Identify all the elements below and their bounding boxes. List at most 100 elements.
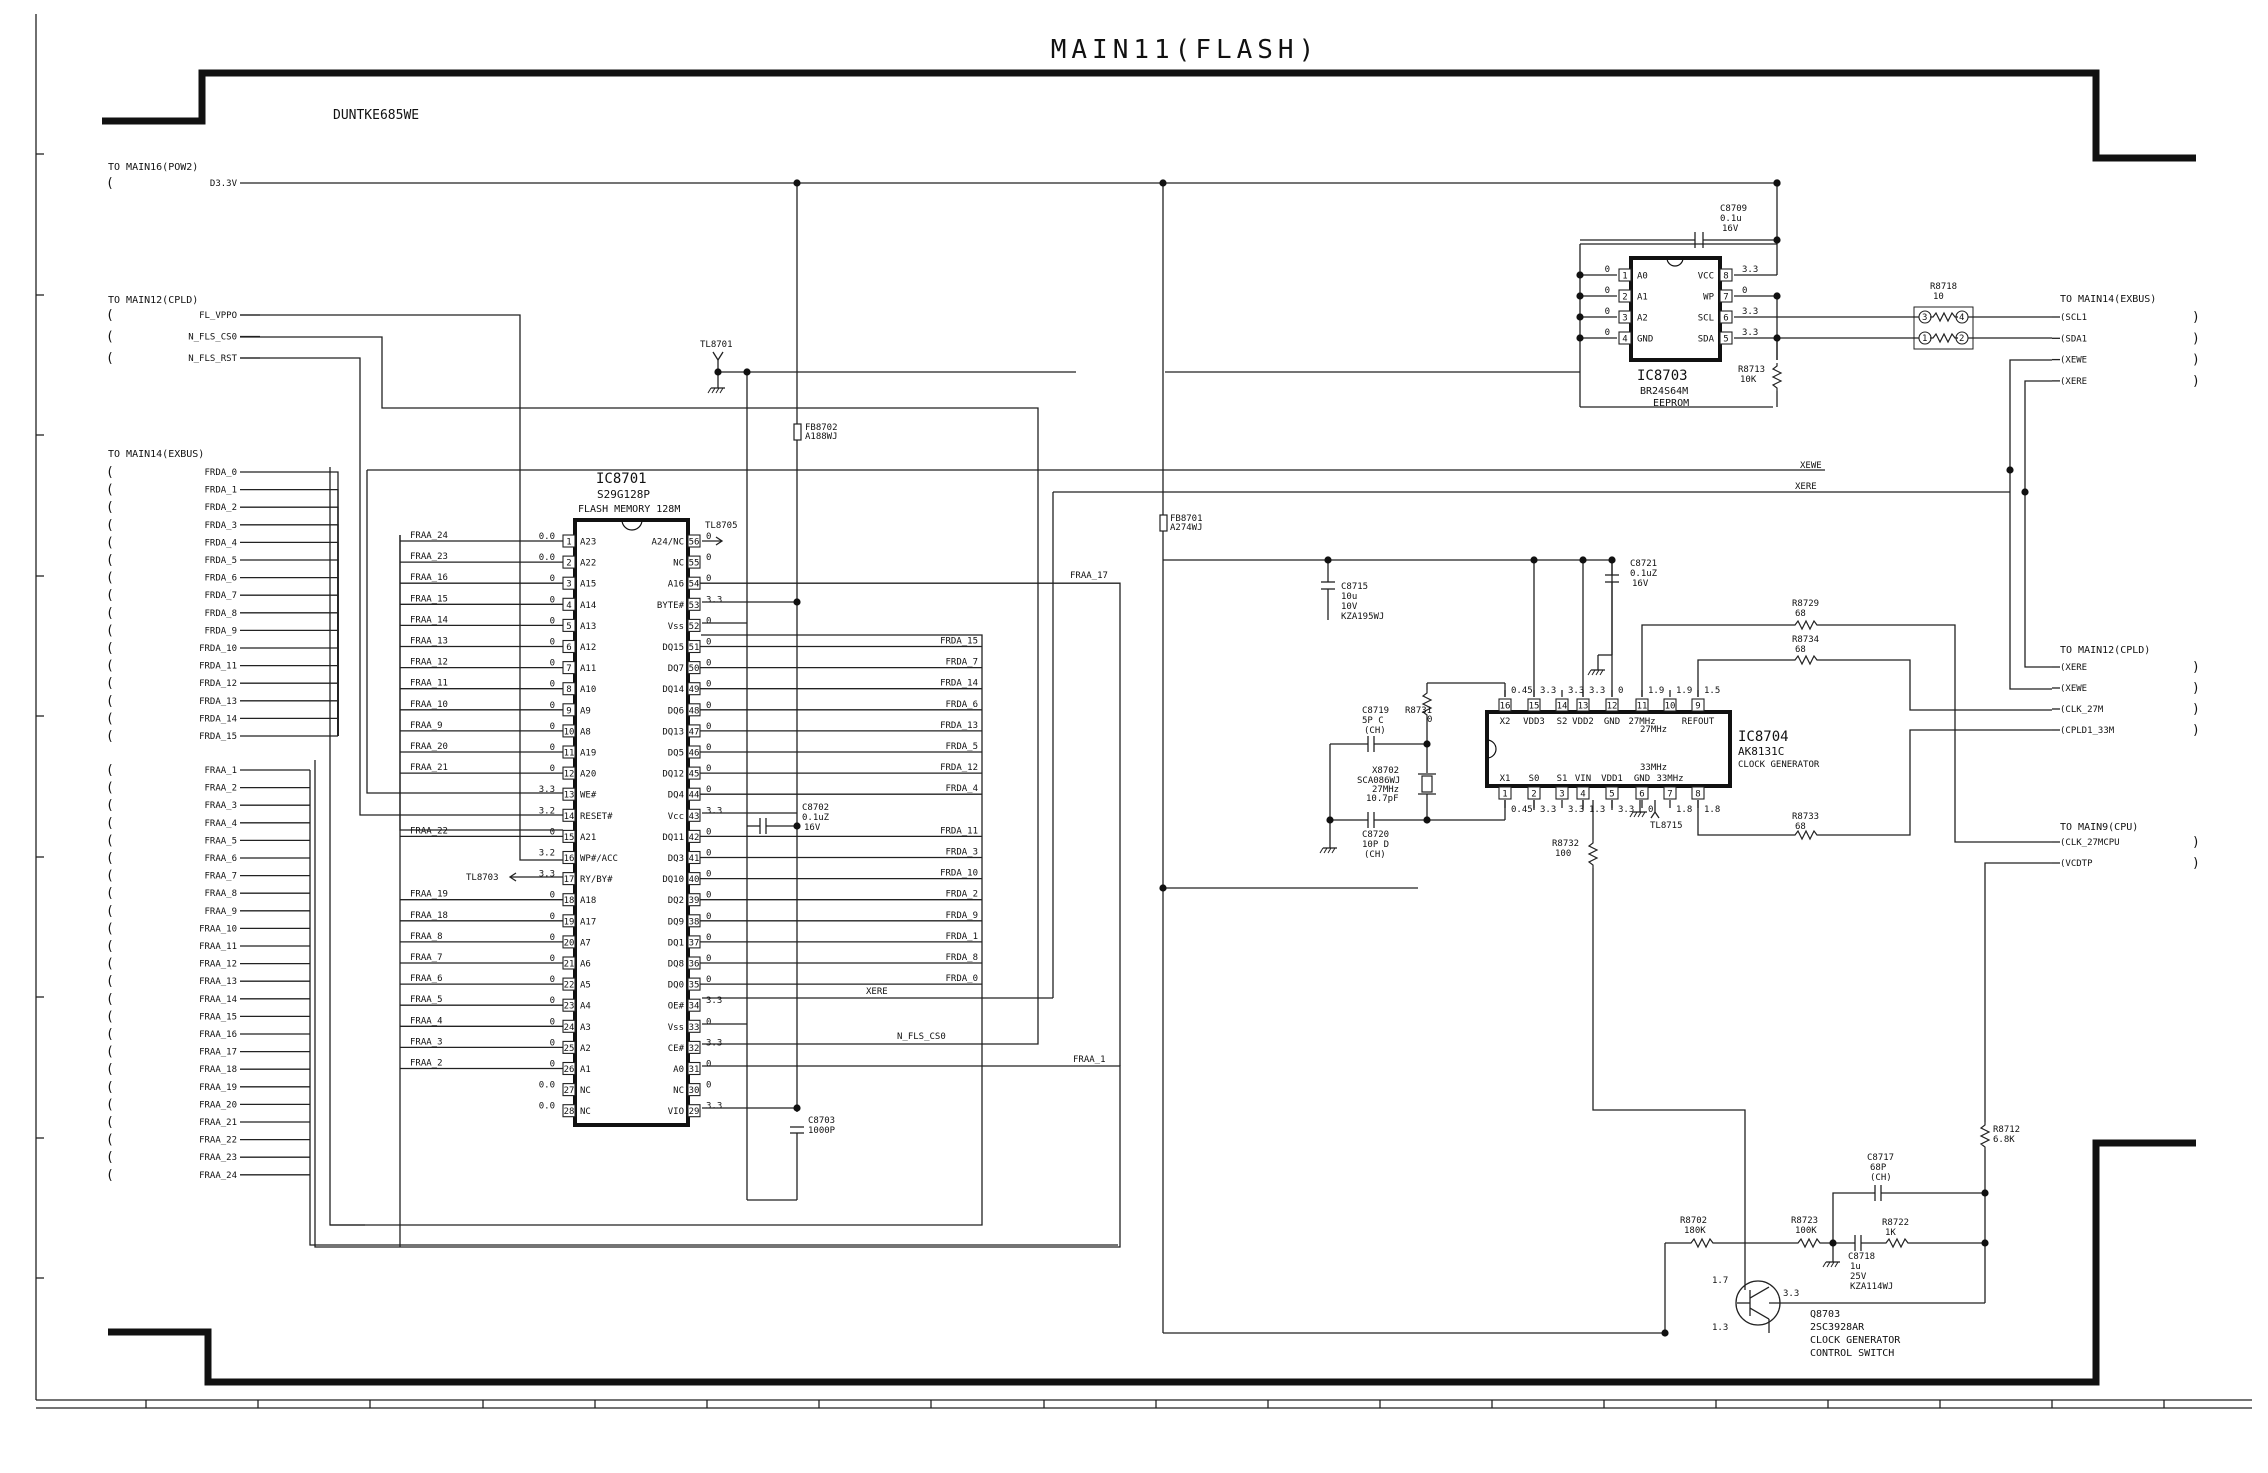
- ic8701-pin-net: FRAA_20: [410, 742, 448, 752]
- ic8701-pin-number: 9: [566, 706, 571, 716]
- junction-dot: [1773, 334, 1781, 342]
- ic8703-pin-number: 7: [1723, 293, 1728, 303]
- r8718-pin4: 4: [1959, 313, 1964, 323]
- ic8701-pin-name: DQ15: [662, 643, 684, 653]
- ic8701-pin-number: 16: [564, 854, 575, 864]
- junction-dot: [1579, 556, 1587, 564]
- ic8701-pin-net: FRDA_11: [940, 826, 978, 836]
- fraa-signal: FRAA_10: [199, 924, 237, 934]
- junction-dot: [1576, 334, 1584, 342]
- fraa-signal: FRAA_9: [204, 907, 237, 917]
- junction-dot: [1576, 313, 1584, 321]
- ic8701-pin-name: A21: [580, 833, 596, 843]
- connector-bracket: (: [106, 659, 114, 674]
- ic8704-pin-number: 11: [1637, 702, 1648, 712]
- r8723-value: 100K: [1795, 1226, 1817, 1236]
- ic8701-pin-voltage: 0: [706, 785, 711, 795]
- ic8701-pin-voltage: 0: [706, 1060, 711, 1070]
- ic8701-pin-box: [687, 1019, 701, 1033]
- ic8703-part: BR24S64M: [1640, 386, 1688, 397]
- ic8701-pin-net: FRDA_9: [945, 911, 978, 921]
- ic8701-pin-name: RESET#: [580, 812, 613, 822]
- output-signal: (XEWE: [2060, 356, 2087, 366]
- ic8704-pin-name: S1: [1557, 774, 1568, 784]
- connector-bracket: (: [106, 1009, 114, 1024]
- junction-dot: [1423, 740, 1431, 748]
- ic8704-pin-name: GND: [1634, 774, 1650, 784]
- ic8704-pin-voltage: 3.3: [1540, 805, 1556, 815]
- pow-net-label: D3.3V: [210, 179, 238, 189]
- ic8701-pin-name: DQ0: [668, 981, 684, 991]
- ic8701-pin-number: 53: [689, 601, 700, 611]
- ic8701-pin-name: A4: [580, 1002, 591, 1012]
- ic8703-pin-number: 8: [1723, 272, 1728, 282]
- ic8701-pin-number: 56: [689, 538, 700, 548]
- xere-net-label: XERE: [1795, 482, 1817, 492]
- connector-bracket: ): [2192, 835, 2200, 850]
- q8703-ve: 1.3: [1712, 1323, 1728, 1333]
- cpld-in-signal: FL_VPPO: [199, 311, 237, 321]
- ic8701-pin-net: FRDA_0: [945, 974, 978, 984]
- connector-bracket: (: [106, 1115, 114, 1130]
- ic8701-pin-voltage: 0: [550, 638, 555, 648]
- ic8701-pin-net: FRAA_4: [410, 1016, 443, 1026]
- ic8701-pin-voltage: 3.3: [706, 996, 722, 1006]
- ic8701-pin-name: DQ9: [668, 917, 684, 927]
- r8734-label: R8734: [1792, 635, 1819, 645]
- exbus-in-connector-label: TO MAIN14(EXBUS): [108, 449, 204, 460]
- ic8704-pin-number: 7: [1667, 790, 1672, 800]
- ic8703-pin-number: 5: [1723, 335, 1728, 345]
- ic8701-pin-number: 20: [564, 938, 575, 948]
- fraa-signal: FRAA_5: [204, 836, 237, 846]
- ic8701-pin-box: [687, 1083, 701, 1097]
- ic8704-pin-box: [1663, 786, 1677, 800]
- r8733-value: 68: [1795, 822, 1806, 832]
- ic8701-pin-number: 46: [689, 749, 700, 759]
- ic8701-pin-net: FRAA_22: [410, 826, 448, 836]
- junction-dot: [1773, 292, 1781, 300]
- connector-bracket: (: [106, 330, 114, 345]
- c8718-voltage: 25V: [1850, 1272, 1867, 1282]
- ic8701-pin-box: [687, 808, 701, 822]
- ic8701-pin-net: FRAA_12: [410, 658, 448, 668]
- ic8704-pin-number: 2: [1531, 790, 1536, 800]
- ic8701-pin-voltage: 0: [706, 891, 711, 901]
- ic8704-pin-voltage: 1.5: [1704, 686, 1720, 696]
- c8718-value: 1u: [1850, 1262, 1861, 1272]
- ic8701-pin-number: 43: [689, 812, 700, 822]
- ic8701-pin-name: A8: [580, 727, 591, 737]
- nfls-net-label: N_FLS_CS0: [897, 1032, 946, 1042]
- ic8701-pin-voltage: 0.0: [539, 1102, 555, 1112]
- ic8701-pin-name: A9: [580, 706, 591, 716]
- ic8701-pin-number: 3: [566, 580, 571, 590]
- ic8701-pin-name: DQ4: [668, 791, 684, 801]
- ic8701-pin-name: A22: [580, 559, 596, 569]
- junction-dot: [1326, 816, 1334, 824]
- tl8705-label: TL8705: [705, 521, 738, 531]
- ic8704-pin-number: 5: [1609, 790, 1614, 800]
- ic8701-pin-net: FRAA_6: [410, 974, 443, 984]
- output-signal: (VCDTP: [2060, 859, 2093, 869]
- ic8704-pin-voltage: 0: [1618, 686, 1623, 696]
- ic8701-pin-number: 48: [689, 706, 700, 716]
- connector-bracket: (: [106, 763, 114, 778]
- ic8701-pin-number: 8: [566, 685, 571, 695]
- c8720-value: 10P D: [1362, 840, 1389, 850]
- fb8701-ferrite: [1159, 514, 1168, 532]
- ic8701-pin-net: FRDA_14: [940, 679, 978, 689]
- c8717-value: 68P: [1870, 1163, 1887, 1173]
- cpld-out-connector-label: TO MAIN12(CPLD): [2060, 645, 2150, 656]
- ic8704-pin-voltage: 3.3: [1589, 686, 1605, 696]
- frda-signal: FRDA_4: [204, 538, 237, 548]
- ic8704-pin-box: [1691, 698, 1705, 712]
- q8703-desc1: CLOCK GENERATOR: [1810, 1335, 1901, 1346]
- ic8701-pin-number: 37: [689, 938, 700, 948]
- ic8701-pin-voltage: 0: [550, 616, 555, 626]
- connector-bracket: (: [106, 729, 114, 744]
- ic8704-pin-box: [1498, 698, 1512, 712]
- ic8701-pin-net: FRDA_15: [940, 637, 978, 647]
- r8729-value: 68: [1795, 609, 1806, 619]
- ic8703-pin-name: SDA: [1698, 335, 1715, 345]
